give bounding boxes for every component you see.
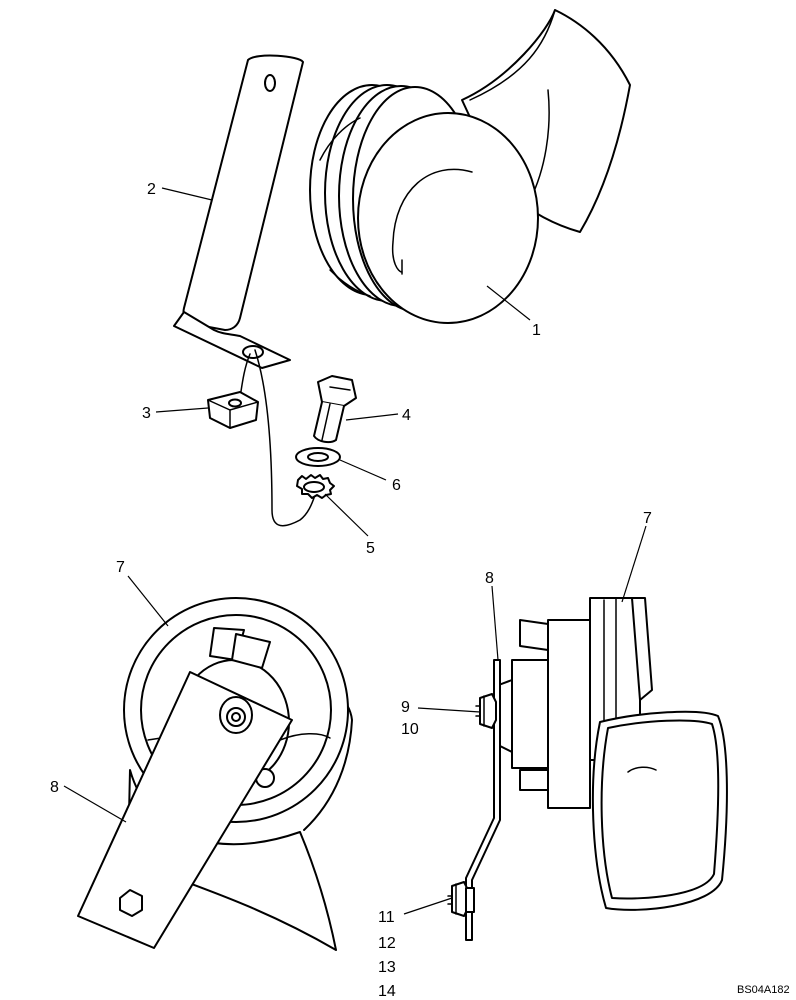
callout-horn-side: 7 xyxy=(643,510,652,527)
diagram-code: BS04A182 xyxy=(737,984,790,996)
star-washer xyxy=(296,474,335,499)
callout-strap-front: 8 xyxy=(50,779,59,796)
callouts: 1 2 3 4 5 6 7 7 8 8 9 10 11 12 13 14 BS0… xyxy=(50,181,790,1000)
callout-nut-lower-c: 13 xyxy=(378,959,396,976)
horn xyxy=(309,9,631,324)
horn-side-view xyxy=(495,597,728,911)
callout-nut-lower-a: 11 xyxy=(378,909,395,926)
nut xyxy=(207,391,259,429)
callout-nut-upper-a: 9 xyxy=(401,699,410,716)
callout-star-washer: 5 xyxy=(366,540,375,557)
callout-horn: 1 xyxy=(532,322,541,339)
horn-assembly-exploded xyxy=(173,9,631,527)
flat-washer xyxy=(295,447,341,467)
strap-side xyxy=(447,659,501,941)
bracket xyxy=(173,54,316,527)
callout-nut-upper-b: 10 xyxy=(401,721,419,738)
strap-front xyxy=(77,671,293,949)
callout-flat-washer: 6 xyxy=(392,477,401,494)
callout-strap-side: 8 xyxy=(485,570,494,587)
callout-bolt: 4 xyxy=(402,407,411,424)
callout-nut-lower-b: 12 xyxy=(378,935,396,952)
bolt xyxy=(313,375,357,444)
callout-bracket: 2 xyxy=(147,181,156,198)
callout-nut-lower-d: 14 xyxy=(378,983,396,1000)
callout-horn-front: 7 xyxy=(116,559,125,576)
leader-lines xyxy=(63,187,647,915)
callout-nut: 3 xyxy=(142,405,151,422)
